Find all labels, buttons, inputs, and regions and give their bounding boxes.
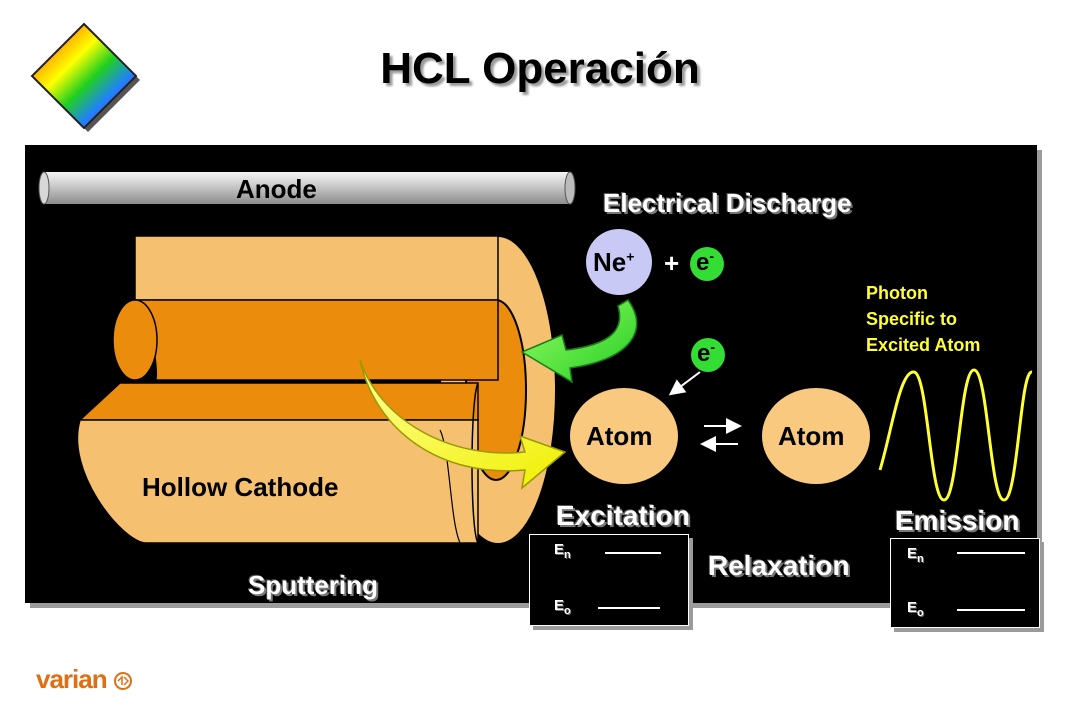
ne-ion-base: Ne [593, 247, 627, 277]
excitation-lower-level [598, 607, 660, 609]
emission-label: Emission [895, 505, 1020, 536]
emission-eo-label: Eo [907, 599, 924, 619]
anode-rod [38, 171, 576, 205]
electrical-discharge-label: Electrical Discharge [603, 188, 852, 218]
emission-eo-base: E [907, 599, 918, 616]
emission-energy-box: En Eo [890, 538, 1040, 628]
equilibrium-arrows [700, 418, 742, 452]
ne-ion-circle [586, 229, 652, 295]
excitation-energy-box: En Eo [529, 534, 689, 626]
excitation-eo-label: Eo [554, 597, 571, 617]
electron-label-mid: e- [697, 339, 715, 368]
excitation-eo-sub: o [564, 605, 571, 617]
relaxation-label: Relaxation [708, 550, 850, 581]
photon-wave [878, 368, 1034, 502]
atom-right-circle [762, 388, 870, 484]
sputtering-label: Sputtering [248, 570, 378, 600]
ne-ion-label: Ne+ [593, 247, 634, 278]
ne-ion-arrow [520, 299, 638, 384]
photon-line2: Specific to [866, 309, 958, 329]
atom-left-circle [570, 388, 678, 484]
ne-ion-sup: + [626, 248, 635, 265]
emission-en-label: En [907, 545, 924, 565]
hollow-cathode-label: Hollow Cathode [142, 472, 339, 502]
page-title: HCL Operación [380, 44, 700, 93]
electron-top-base: e [696, 249, 710, 276]
electron-mid-sup: - [710, 339, 716, 355]
atom-left-label: Atom [586, 421, 653, 451]
excitation-en-label: En [554, 541, 571, 561]
emission-eo-sub: o [917, 607, 924, 619]
emission-en-base: E [907, 545, 918, 562]
excitation-eo-base: E [554, 597, 565, 614]
electron-circle-mid [691, 338, 725, 372]
electron-mid-base: e [697, 340, 711, 367]
varian-brand-text: varian [36, 664, 108, 694]
electron-top-sup: - [709, 248, 715, 264]
excitation-en-sub: n [564, 549, 571, 561]
hollow-cathode [76, 235, 557, 545]
excitation-upper-level [605, 552, 661, 554]
electron-arrow [668, 371, 701, 396]
photon-label: Photon Specific to Excited Atom [866, 280, 980, 358]
varian-diamond-logo [30, 22, 140, 132]
electron-label-top: e- [696, 248, 714, 277]
sputtered-atom-arrow [359, 359, 567, 490]
anode-label: Anode [236, 174, 317, 204]
varian-footer-logo: varian [36, 664, 133, 695]
plus-sign: + [664, 248, 680, 278]
emission-upper-level [957, 552, 1025, 554]
excitation-label: Excitation [556, 500, 690, 531]
photon-line1: Photon [866, 283, 928, 303]
emission-lower-level [957, 609, 1025, 611]
varian-mark-icon [113, 672, 132, 691]
photon-line3: Excited Atom [866, 335, 981, 355]
emission-en-sub: n [917, 553, 924, 565]
excitation-en-base: E [554, 541, 565, 558]
electron-circle-top [690, 247, 724, 281]
atom-right-label: Atom [778, 421, 845, 451]
